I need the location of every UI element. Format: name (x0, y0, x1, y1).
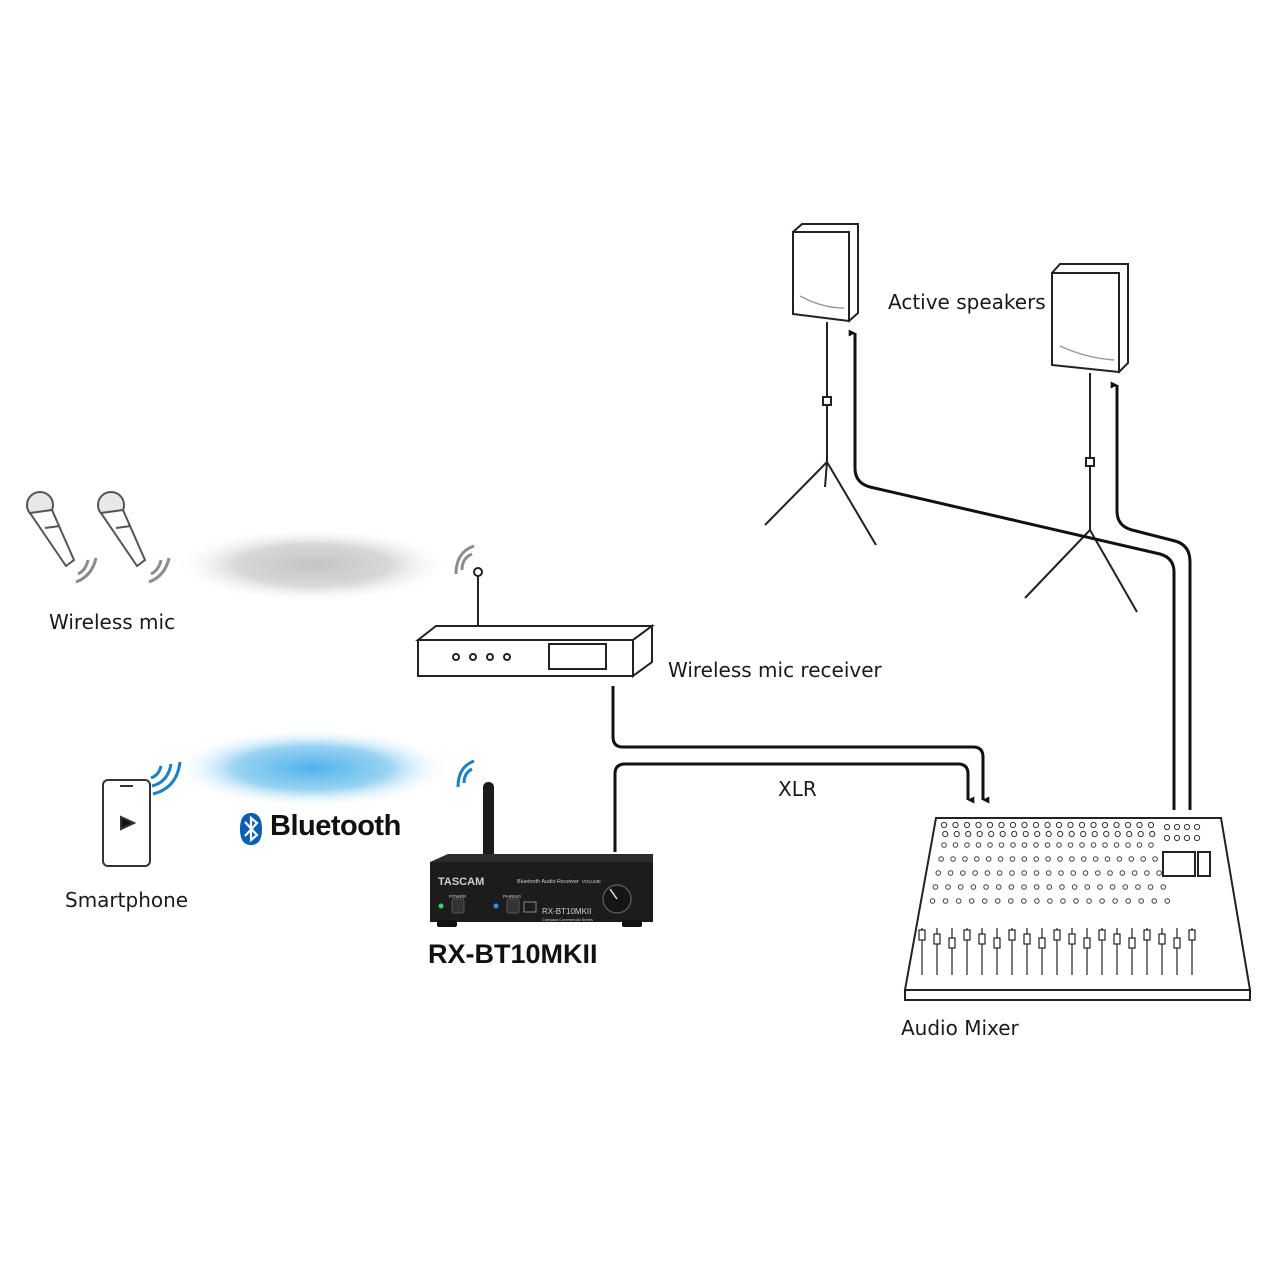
signal-waves-icon (75, 557, 98, 584)
speaker-icon (764, 223, 877, 546)
wireless-receiver-icon (415, 567, 656, 678)
device-series: Compact Commercial Series (542, 917, 593, 922)
mixer-icon (903, 817, 1252, 1001)
bluetooth-signal-cloud (172, 728, 452, 808)
speaker-icon (1024, 263, 1138, 613)
pairing-led (493, 903, 499, 909)
signal-waves-icon (148, 557, 171, 584)
signal-waves-icon (454, 544, 475, 575)
input-jack (523, 901, 537, 913)
wireless-mic-label: Wireless mic (49, 610, 176, 634)
power-led (438, 903, 444, 909)
cable-receiver-to-mixer (611, 686, 990, 804)
bluetooth-icon (240, 813, 262, 845)
volume-label: VOLUME (582, 879, 601, 884)
product-label: RX-BT10MKII (428, 939, 598, 969)
rx-bt10mkii-device: TASCAM Bluetooth Audio Receiver POWER PA… (430, 759, 653, 927)
audio-mixer-label: Audio Mixer (901, 1016, 1019, 1040)
device-brand: TASCAM (438, 876, 484, 888)
bluetooth-label: Bluetooth (270, 810, 401, 842)
xlr-label: XLR (778, 777, 817, 801)
smartphone-label: Smartphone (65, 888, 189, 912)
wireless-mic-receiver-label: Wireless mic receiver (668, 658, 882, 682)
device-description: Bluetooth Audio Receiver (517, 879, 579, 885)
cable-receiver-to-mixer-xlr (613, 762, 975, 852)
signal-waves-icon (456, 759, 475, 788)
cable-mixer-to-speaker-left (848, 329, 1176, 810)
smartphone-icon (102, 779, 151, 867)
signal-waves-icon (150, 761, 182, 796)
pairing-label: PAIRING (503, 894, 522, 899)
power-button (451, 898, 465, 914)
active-speakers-label: Active speakers (888, 290, 1046, 314)
microphone-icon (26, 491, 76, 568)
cable-mixer-to-speaker-right (1110, 381, 1192, 810)
power-label: POWER (449, 894, 467, 899)
microphone-icon (97, 491, 147, 568)
pairing-button (506, 898, 520, 914)
device-model: RX-BT10MKII (542, 907, 591, 916)
wireless-signal-cloud (173, 527, 453, 603)
mixer-channel-strips (918, 821, 1201, 975)
